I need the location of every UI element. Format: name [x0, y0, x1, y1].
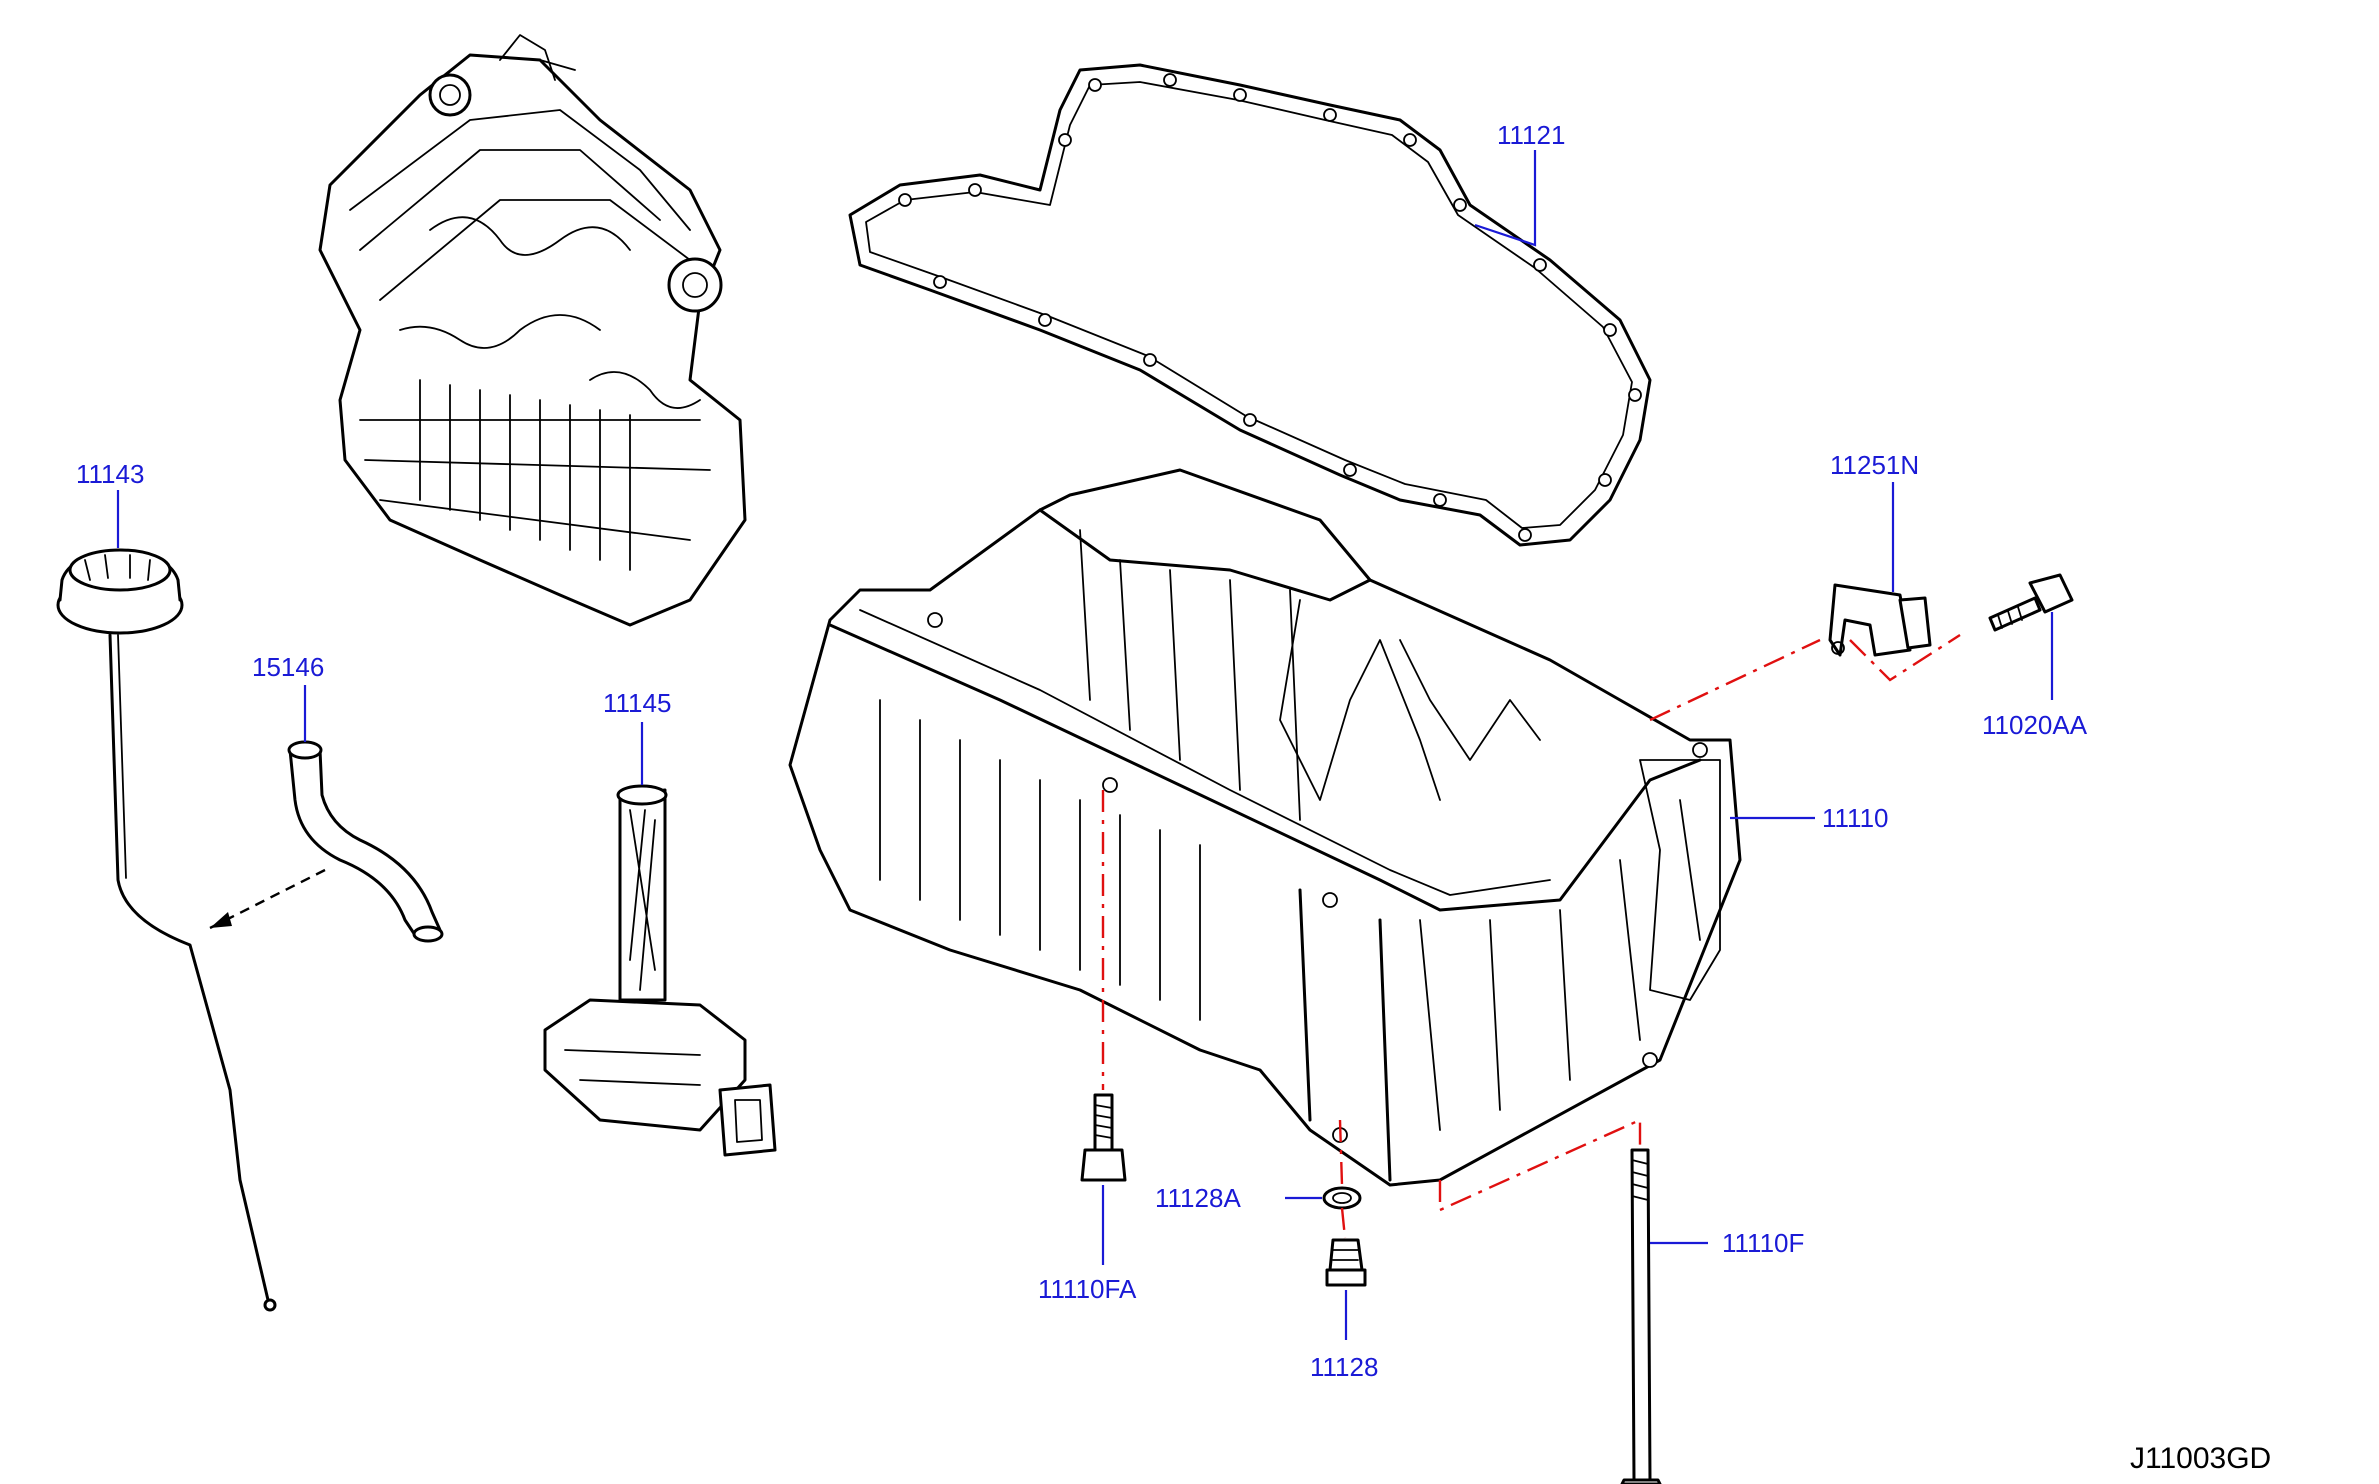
label-11020aa: 11020AA — [1982, 710, 2088, 740]
label-11110: 11110 — [1822, 803, 1889, 833]
hose-drawing — [209, 740, 444, 943]
washer-drawing — [1322, 1186, 1362, 1210]
bolt-11110f-drawing — [1620, 1148, 1662, 1484]
drain-plug-drawing — [1325, 1238, 1367, 1287]
engine-assembly-drawing — [318, 34, 747, 627]
bolt-11020aa-drawing — [1988, 573, 2074, 632]
label-11145: 11145 — [603, 688, 671, 718]
label-11143: 11143 — [76, 459, 144, 489]
label-11121: 11121 — [1497, 120, 1565, 150]
oil-level-sensor-drawing — [543, 784, 777, 1157]
label-11110f: 11110F — [1722, 1228, 1804, 1258]
bolt-11110fa-drawing — [1080, 1093, 1127, 1182]
leader-lines — [116, 150, 2054, 1340]
bracket-drawing — [1828, 583, 1932, 657]
dipstick-drawing — [56, 548, 277, 1312]
label-11128a: 11128A — [1155, 1183, 1241, 1213]
label-15146: 15146 — [252, 652, 324, 682]
label-11128: 11128 — [1310, 1352, 1378, 1382]
part-labels: 11143 15146 11145 11121 11251N 11020AA 1… — [76, 120, 2088, 1382]
label-11251n: 11251N — [1830, 450, 1919, 480]
reference-lines — [1101, 633, 1961, 1239]
label-11110fa: 11110FA — [1038, 1274, 1137, 1304]
oil-pan-drawing — [788, 468, 1742, 1187]
gasket-bolt-holes — [898, 73, 1642, 542]
diagram-code: J11003GD — [2130, 1442, 2271, 1475]
gasket-drawing — [848, 63, 1652, 547]
